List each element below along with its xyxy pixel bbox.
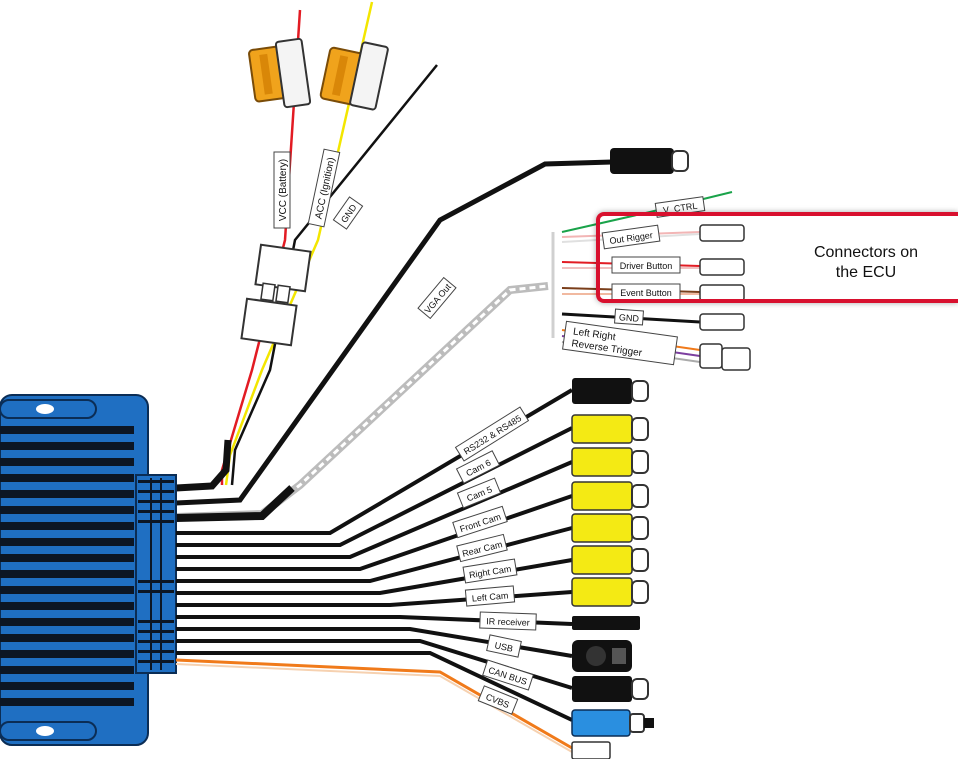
label-can-bus: CAN BUS — [482, 659, 534, 691]
label-vga: VGA Out — [417, 276, 457, 320]
connector-rear-cam — [571, 513, 649, 543]
label-acc: ACC (Ignition) — [307, 148, 341, 228]
connector-front-cam — [571, 481, 649, 511]
power-connector — [240, 243, 312, 347]
label-v-ctrl-text: V_CTRL — [662, 201, 698, 216]
fuse-holder-ignition — [319, 41, 389, 111]
label-driver-button: Driver Button — [611, 256, 681, 274]
label-driver-button-text: Driver Button — [620, 261, 673, 271]
label-right-cam: Right Cam — [462, 558, 518, 584]
label-rear-cam: Rear Cam — [456, 533, 508, 563]
ecu-unit — [0, 394, 177, 746]
label-vcc: VCC (Battery) — [273, 151, 291, 229]
ecu-connectors-callout-box — [596, 212, 958, 303]
connector-cvbs — [571, 709, 654, 737]
label-left-cam-text: Left Cam — [471, 590, 508, 603]
mount-hole-bottom — [36, 726, 54, 736]
connector-cam6 — [571, 414, 649, 444]
orange-cable — [175, 658, 611, 760]
fuse-holder-battery — [248, 37, 312, 109]
vga-cable — [175, 148, 689, 506]
label-rs232-text: RS232 & RS485 — [462, 413, 523, 456]
label-power-gnd: GND — [332, 196, 364, 230]
ecu-fins — [0, 426, 134, 706]
connector-left-cam — [571, 577, 649, 607]
label-cvbs: CVBS — [477, 685, 519, 715]
label-usb-text: USB — [494, 640, 514, 654]
label-cam5: Cam 5 — [456, 477, 502, 509]
connector-cam5 — [571, 447, 649, 477]
grey-harness — [175, 232, 555, 522]
label-control-gnd-text: GND — [619, 312, 640, 323]
label-front-cam: Front Cam — [452, 505, 508, 539]
label-ir-receiver: IR receiver — [479, 611, 537, 631]
label-out-rigger: Out Rigger — [601, 224, 661, 250]
label-usb: USB — [486, 634, 522, 658]
label-reverse-trigger: Left Right Reverse Trigger — [562, 320, 678, 366]
ecu-connectors-callout-text: Connectors on the ECU — [786, 243, 946, 283]
label-event-button-text: Event Button — [620, 288, 672, 298]
label-control-gnd: GND — [614, 308, 644, 326]
connector-ir-receiver — [572, 616, 640, 630]
label-left-cam: Left Cam — [464, 585, 516, 607]
label-ir-receiver-text: IR receiver — [486, 616, 530, 628]
callout-line-1: Connectors on — [813, 244, 919, 261]
connector-right-cam — [571, 545, 649, 575]
label-vcc-text: VCC (Battery) — [278, 159, 289, 221]
connector-can-bus — [572, 676, 649, 702]
connector-rs232 — [572, 378, 649, 404]
connector-usb — [572, 640, 632, 672]
mount-hole-top — [36, 404, 54, 414]
callout-line-2: the ECU — [835, 264, 897, 281]
